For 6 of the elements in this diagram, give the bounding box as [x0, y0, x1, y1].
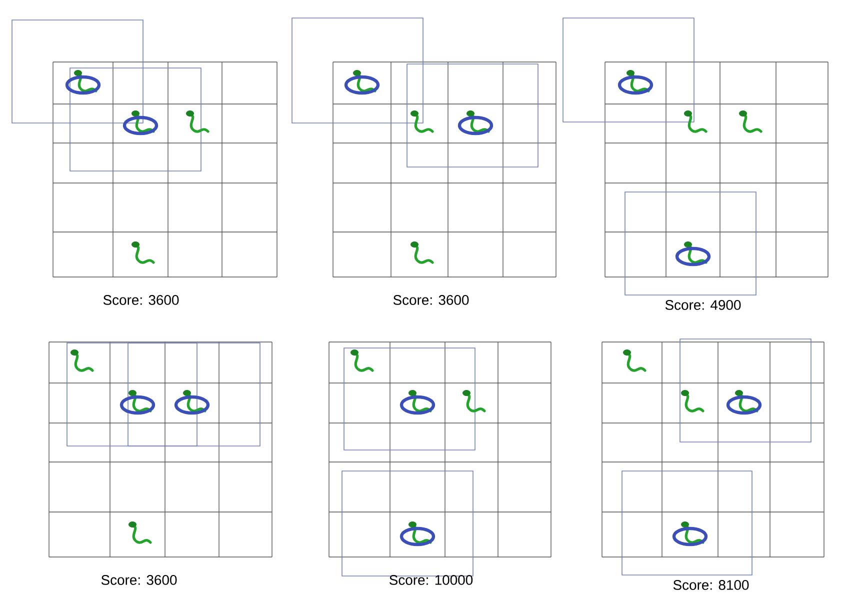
score-label: Score: 3600 — [103, 295, 179, 305]
score-label: Score: 3600 — [393, 295, 469, 305]
score-label: Score: 3600 — [101, 575, 177, 585]
score-label: Score: 10000 — [390, 575, 473, 585]
score-label: Score: 4900 — [665, 300, 741, 310]
score-label: Score: 8100 — [673, 580, 749, 590]
